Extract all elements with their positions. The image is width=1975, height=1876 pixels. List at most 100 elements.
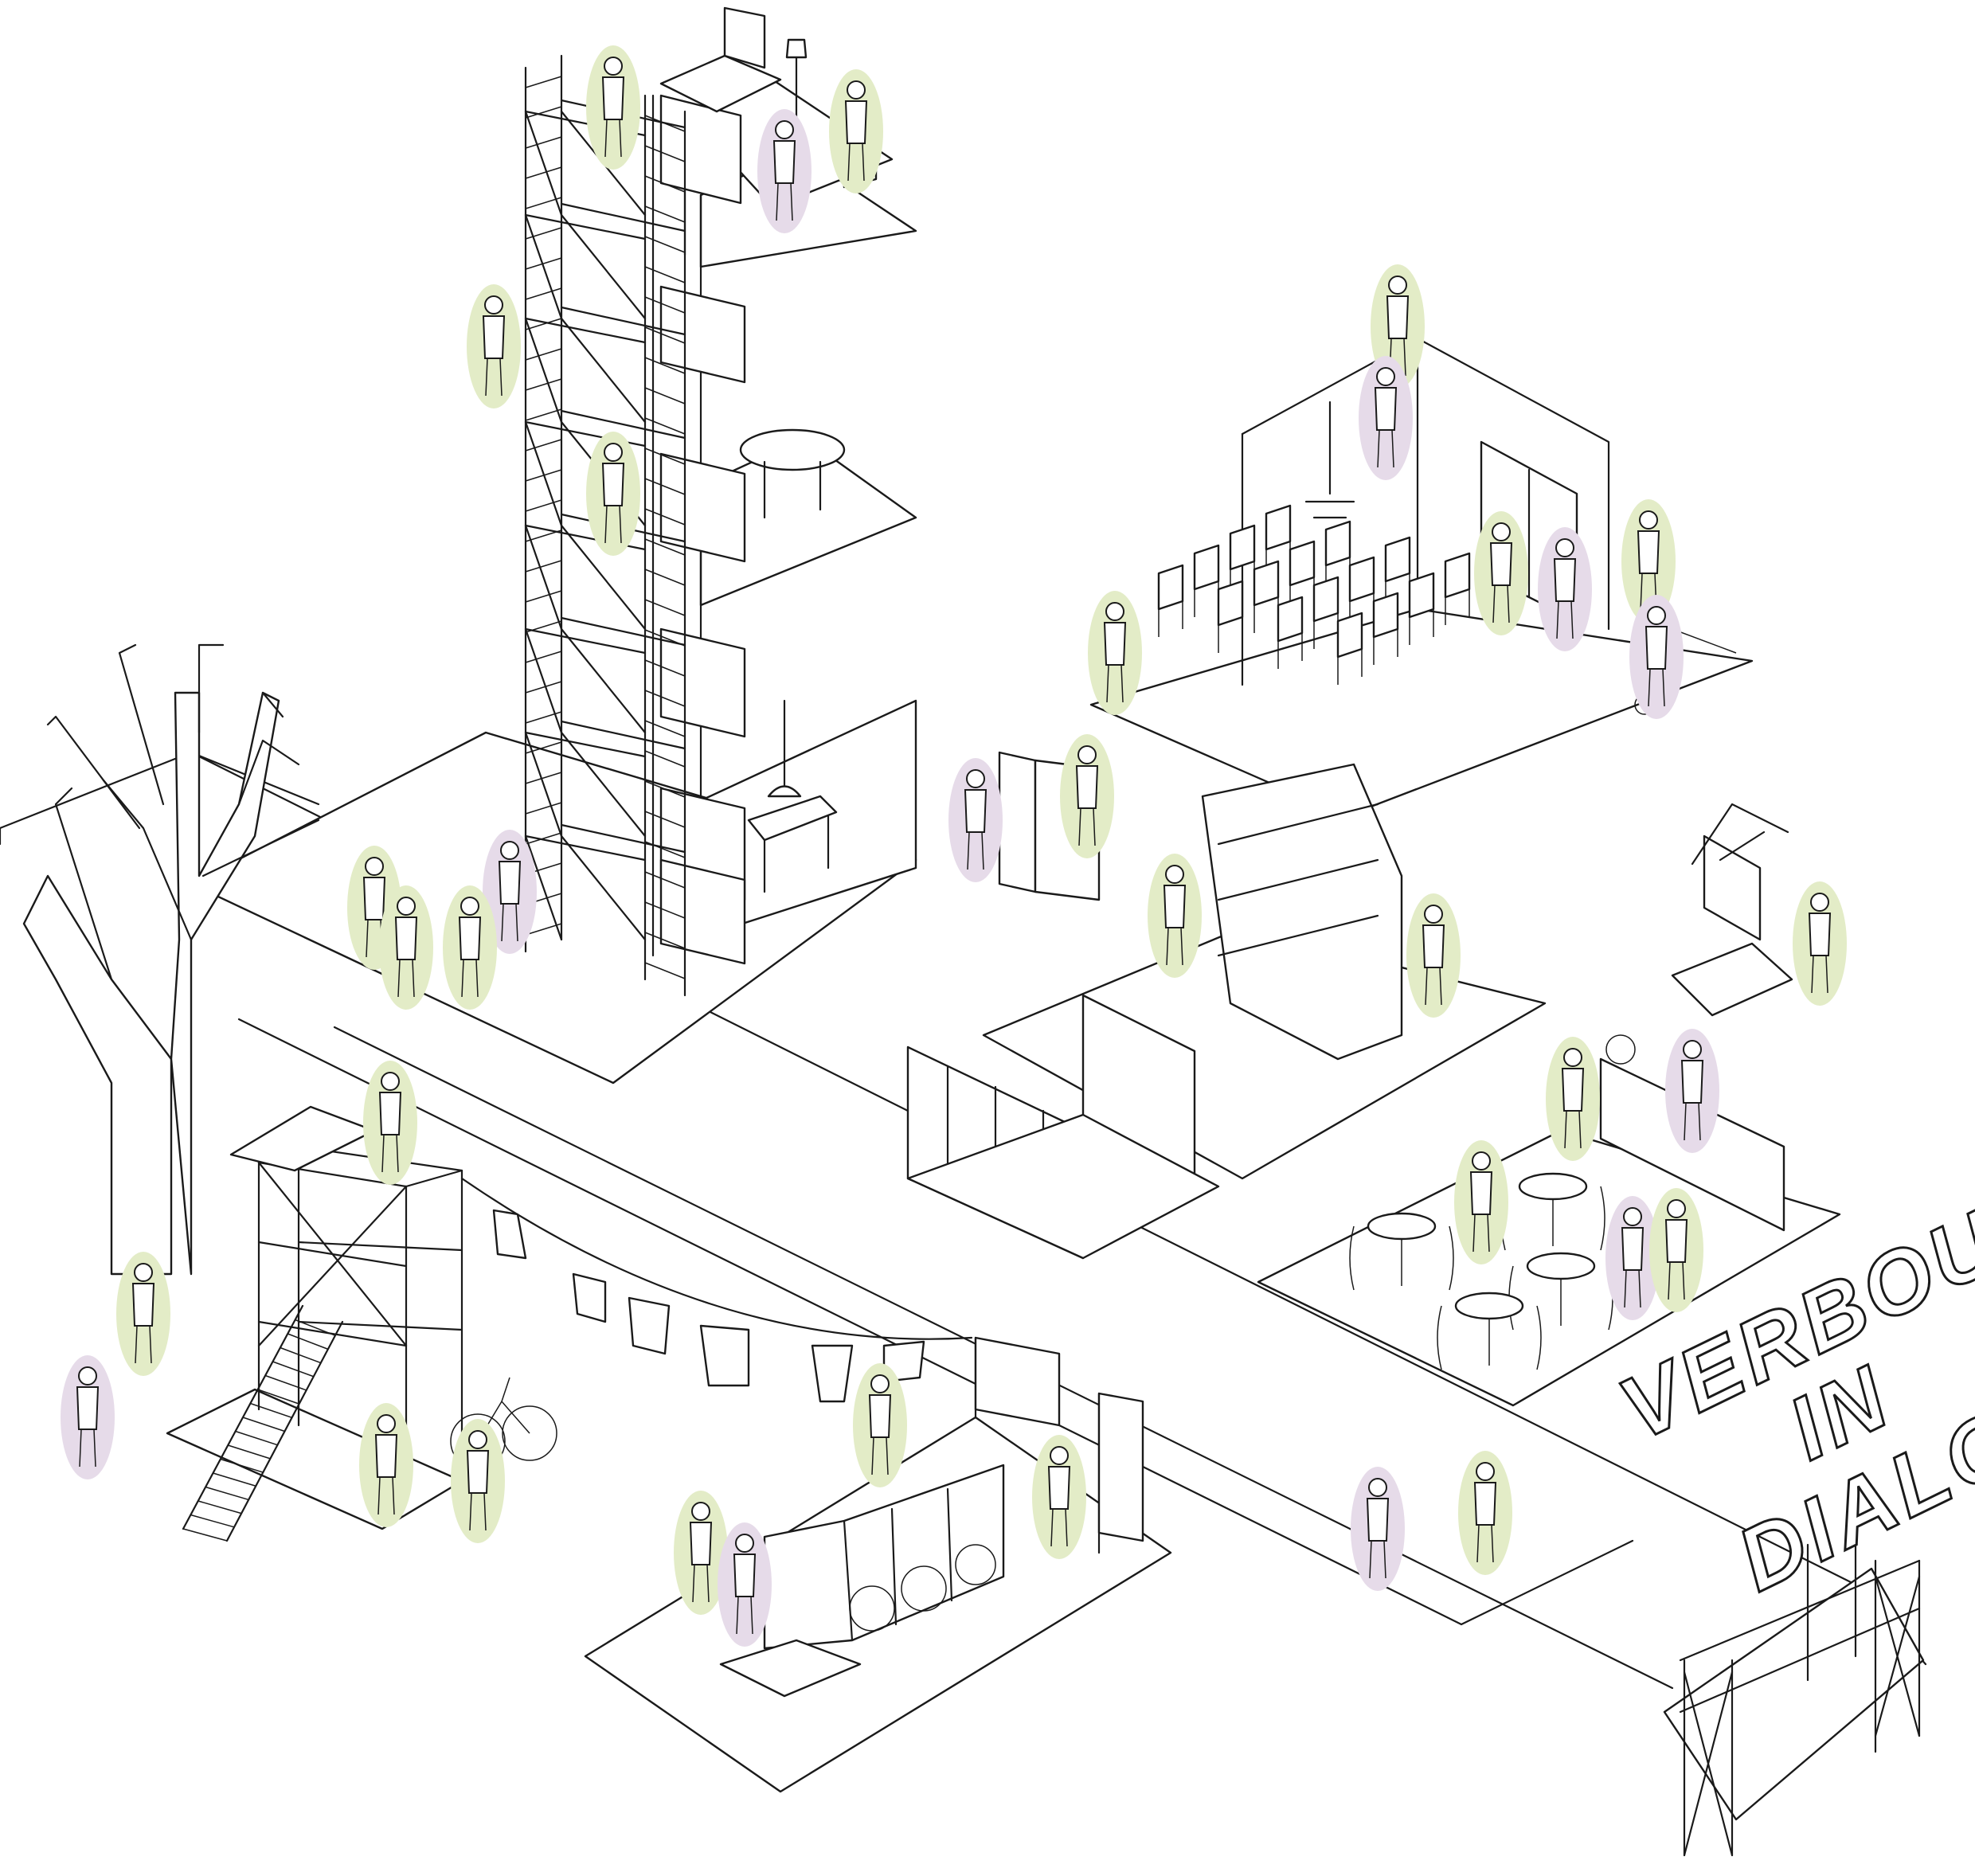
person-body	[482, 315, 506, 359]
cafe-table	[1454, 1292, 1524, 1320]
chair-legs	[1218, 617, 1243, 653]
stair-rung	[264, 1374, 307, 1391]
person-body	[601, 76, 625, 120]
person-legs	[736, 1596, 753, 1635]
person-legs	[847, 143, 865, 182]
chair	[1157, 564, 1184, 611]
person-body	[1489, 542, 1513, 586]
person-body	[394, 917, 418, 960]
person-body	[868, 1394, 892, 1438]
person-body	[1047, 1466, 1071, 1510]
person-head	[500, 841, 519, 860]
person-body	[458, 917, 482, 960]
stair-rung	[287, 1333, 329, 1350]
person-legs	[1106, 664, 1124, 703]
scaffold-rung	[525, 348, 686, 405]
person-body	[1469, 1171, 1493, 1215]
bare-tree-icon	[22, 643, 320, 1276]
scaffold-rung	[525, 227, 686, 283]
person-head	[870, 1374, 890, 1393]
person-body	[1103, 622, 1127, 666]
person-head	[397, 897, 416, 916]
person-body	[1645, 626, 1668, 670]
scaffold-brace	[524, 524, 647, 631]
chair-legs	[1337, 649, 1363, 685]
person-body	[772, 140, 796, 184]
person-legs	[1811, 955, 1828, 994]
person-head	[1563, 1048, 1582, 1067]
person-head	[1472, 1151, 1491, 1171]
person-head	[1050, 1446, 1069, 1465]
person-head	[460, 897, 479, 916]
person-head	[966, 769, 985, 788]
person-legs	[1472, 1214, 1490, 1253]
chair	[1324, 520, 1351, 567]
cafe-chair	[1349, 1225, 1454, 1291]
scaffold-rung	[525, 287, 686, 344]
person-body	[1680, 1060, 1704, 1104]
person-body	[964, 789, 988, 833]
chair	[1229, 524, 1256, 571]
person-legs	[501, 903, 518, 942]
person-head	[1647, 606, 1666, 625]
hall-chairs	[1157, 504, 1471, 685]
person-head	[1368, 1478, 1387, 1497]
person-head	[1476, 1462, 1495, 1481]
person-legs	[381, 1134, 399, 1173]
person-legs	[1668, 1261, 1685, 1300]
chair	[1277, 596, 1304, 643]
person-head	[735, 1534, 754, 1553]
person-body	[689, 1522, 713, 1565]
person-legs	[1377, 429, 1394, 468]
person-body	[466, 1450, 490, 1494]
person-body	[1561, 1068, 1585, 1112]
washing-machine-icon	[719, 1464, 1005, 1698]
person-head	[78, 1366, 97, 1386]
person-head	[365, 857, 384, 876]
person-legs	[1078, 807, 1096, 846]
person-legs	[135, 1325, 152, 1364]
chair	[1444, 552, 1471, 599]
scaffold-rung	[525, 166, 686, 223]
stair-rung	[257, 1389, 299, 1405]
person-legs	[461, 959, 479, 998]
kiosk	[1671, 803, 1793, 1017]
chair	[1253, 560, 1280, 607]
person-body	[844, 100, 868, 144]
person-head	[484, 295, 503, 315]
person-body	[76, 1386, 100, 1430]
person-head	[604, 57, 623, 76]
person-body	[374, 1434, 398, 1478]
person-body	[1075, 765, 1099, 809]
scaffold-brace	[524, 317, 647, 424]
person-legs	[604, 505, 622, 544]
stair-rung	[228, 1444, 271, 1460]
person-head	[604, 443, 623, 462]
person-body	[131, 1283, 155, 1327]
person-head	[1424, 905, 1443, 924]
stair-rung	[213, 1472, 256, 1487]
stair-rung	[250, 1402, 292, 1419]
chair	[1217, 580, 1244, 627]
scaffold-rung	[525, 499, 686, 556]
chair	[1289, 540, 1316, 587]
person-body	[1386, 295, 1410, 339]
person-legs	[776, 182, 793, 221]
person-legs	[1050, 1508, 1068, 1547]
person-head	[468, 1430, 487, 1449]
stair-rung	[280, 1346, 322, 1364]
chair	[1408, 572, 1435, 619]
gate-scaffold	[1663, 1543, 1925, 1857]
small-scaffold	[166, 1105, 463, 1530]
person-head	[1165, 865, 1184, 884]
stair-rung	[220, 1458, 264, 1473]
door-panels	[906, 994, 1220, 1260]
person-head	[381, 1072, 400, 1091]
person-head	[1667, 1199, 1686, 1218]
person-body	[1664, 1219, 1688, 1263]
scaffold-rung	[525, 560, 686, 616]
chair	[1336, 612, 1363, 659]
person-body	[1374, 387, 1398, 431]
chair-legs	[1277, 633, 1303, 669]
person-head	[1810, 893, 1829, 912]
